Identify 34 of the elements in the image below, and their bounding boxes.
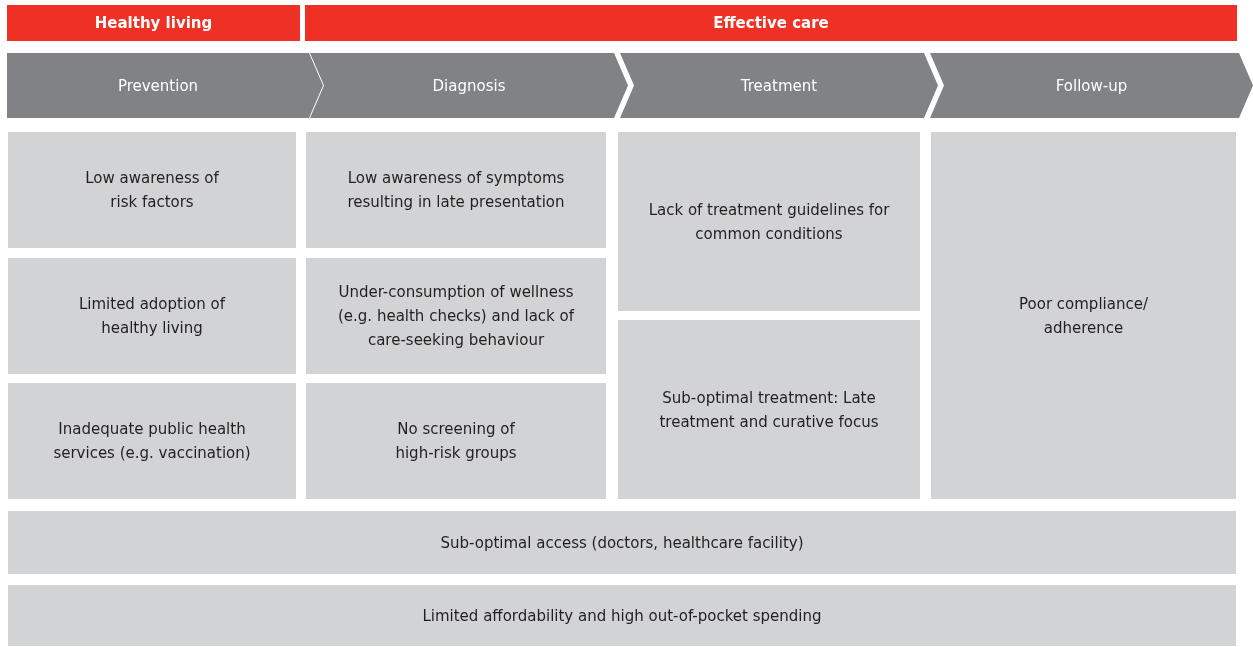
issue-box xyxy=(8,258,296,374)
stage-banner xyxy=(310,53,628,118)
issue-text: Low awareness of symptoms resulting in late presentation xyxy=(346,168,566,213)
issue-box xyxy=(306,132,606,248)
issue-box xyxy=(8,132,296,248)
issue-box xyxy=(8,585,1236,646)
issue-box xyxy=(306,258,606,374)
issue-text: No screening of high-risk groups xyxy=(394,419,518,464)
section-heading: Effective care xyxy=(713,13,829,34)
issue-box xyxy=(618,132,920,311)
stage-label: Follow-up xyxy=(1055,75,1128,97)
stage-label: Diagnosis xyxy=(432,75,506,97)
issue-text: Limited adoption of healthy living xyxy=(77,294,227,339)
stage-label: Prevention xyxy=(117,75,199,97)
issue-text: Limited affordability and high out-of-pocket spending xyxy=(422,605,822,627)
issue-text: Lack of treatment guidelines for common conditions xyxy=(648,199,890,245)
issue-text: Under-consumption of wellness (e.g. health checks) and lack of care-seeking behaviour xyxy=(337,282,576,351)
header-band xyxy=(7,5,300,41)
section-heading: Healthy living xyxy=(94,13,213,34)
issue-box xyxy=(8,383,296,499)
issue-box xyxy=(931,132,1236,499)
stage-banner xyxy=(7,53,323,118)
issue-text: Inadequate public health services (e.g. vaccination) xyxy=(52,419,252,464)
stage-label: Treatment xyxy=(740,75,818,97)
stage-banner xyxy=(620,53,938,118)
issue-text: Poor compliance/ adherence xyxy=(1018,293,1149,339)
header-band xyxy=(305,5,1237,41)
issue-box xyxy=(306,383,606,499)
issue-text: Sub-optimal access (doctors, healthcare facility) xyxy=(440,532,804,554)
issue-box xyxy=(618,320,920,499)
issue-box xyxy=(8,511,1236,574)
issue-text: Sub-optimal treatment: Late treatment and curative focus xyxy=(658,387,880,433)
issue-text: Low awareness of risk factors xyxy=(84,168,220,213)
stage-banner xyxy=(930,53,1253,118)
